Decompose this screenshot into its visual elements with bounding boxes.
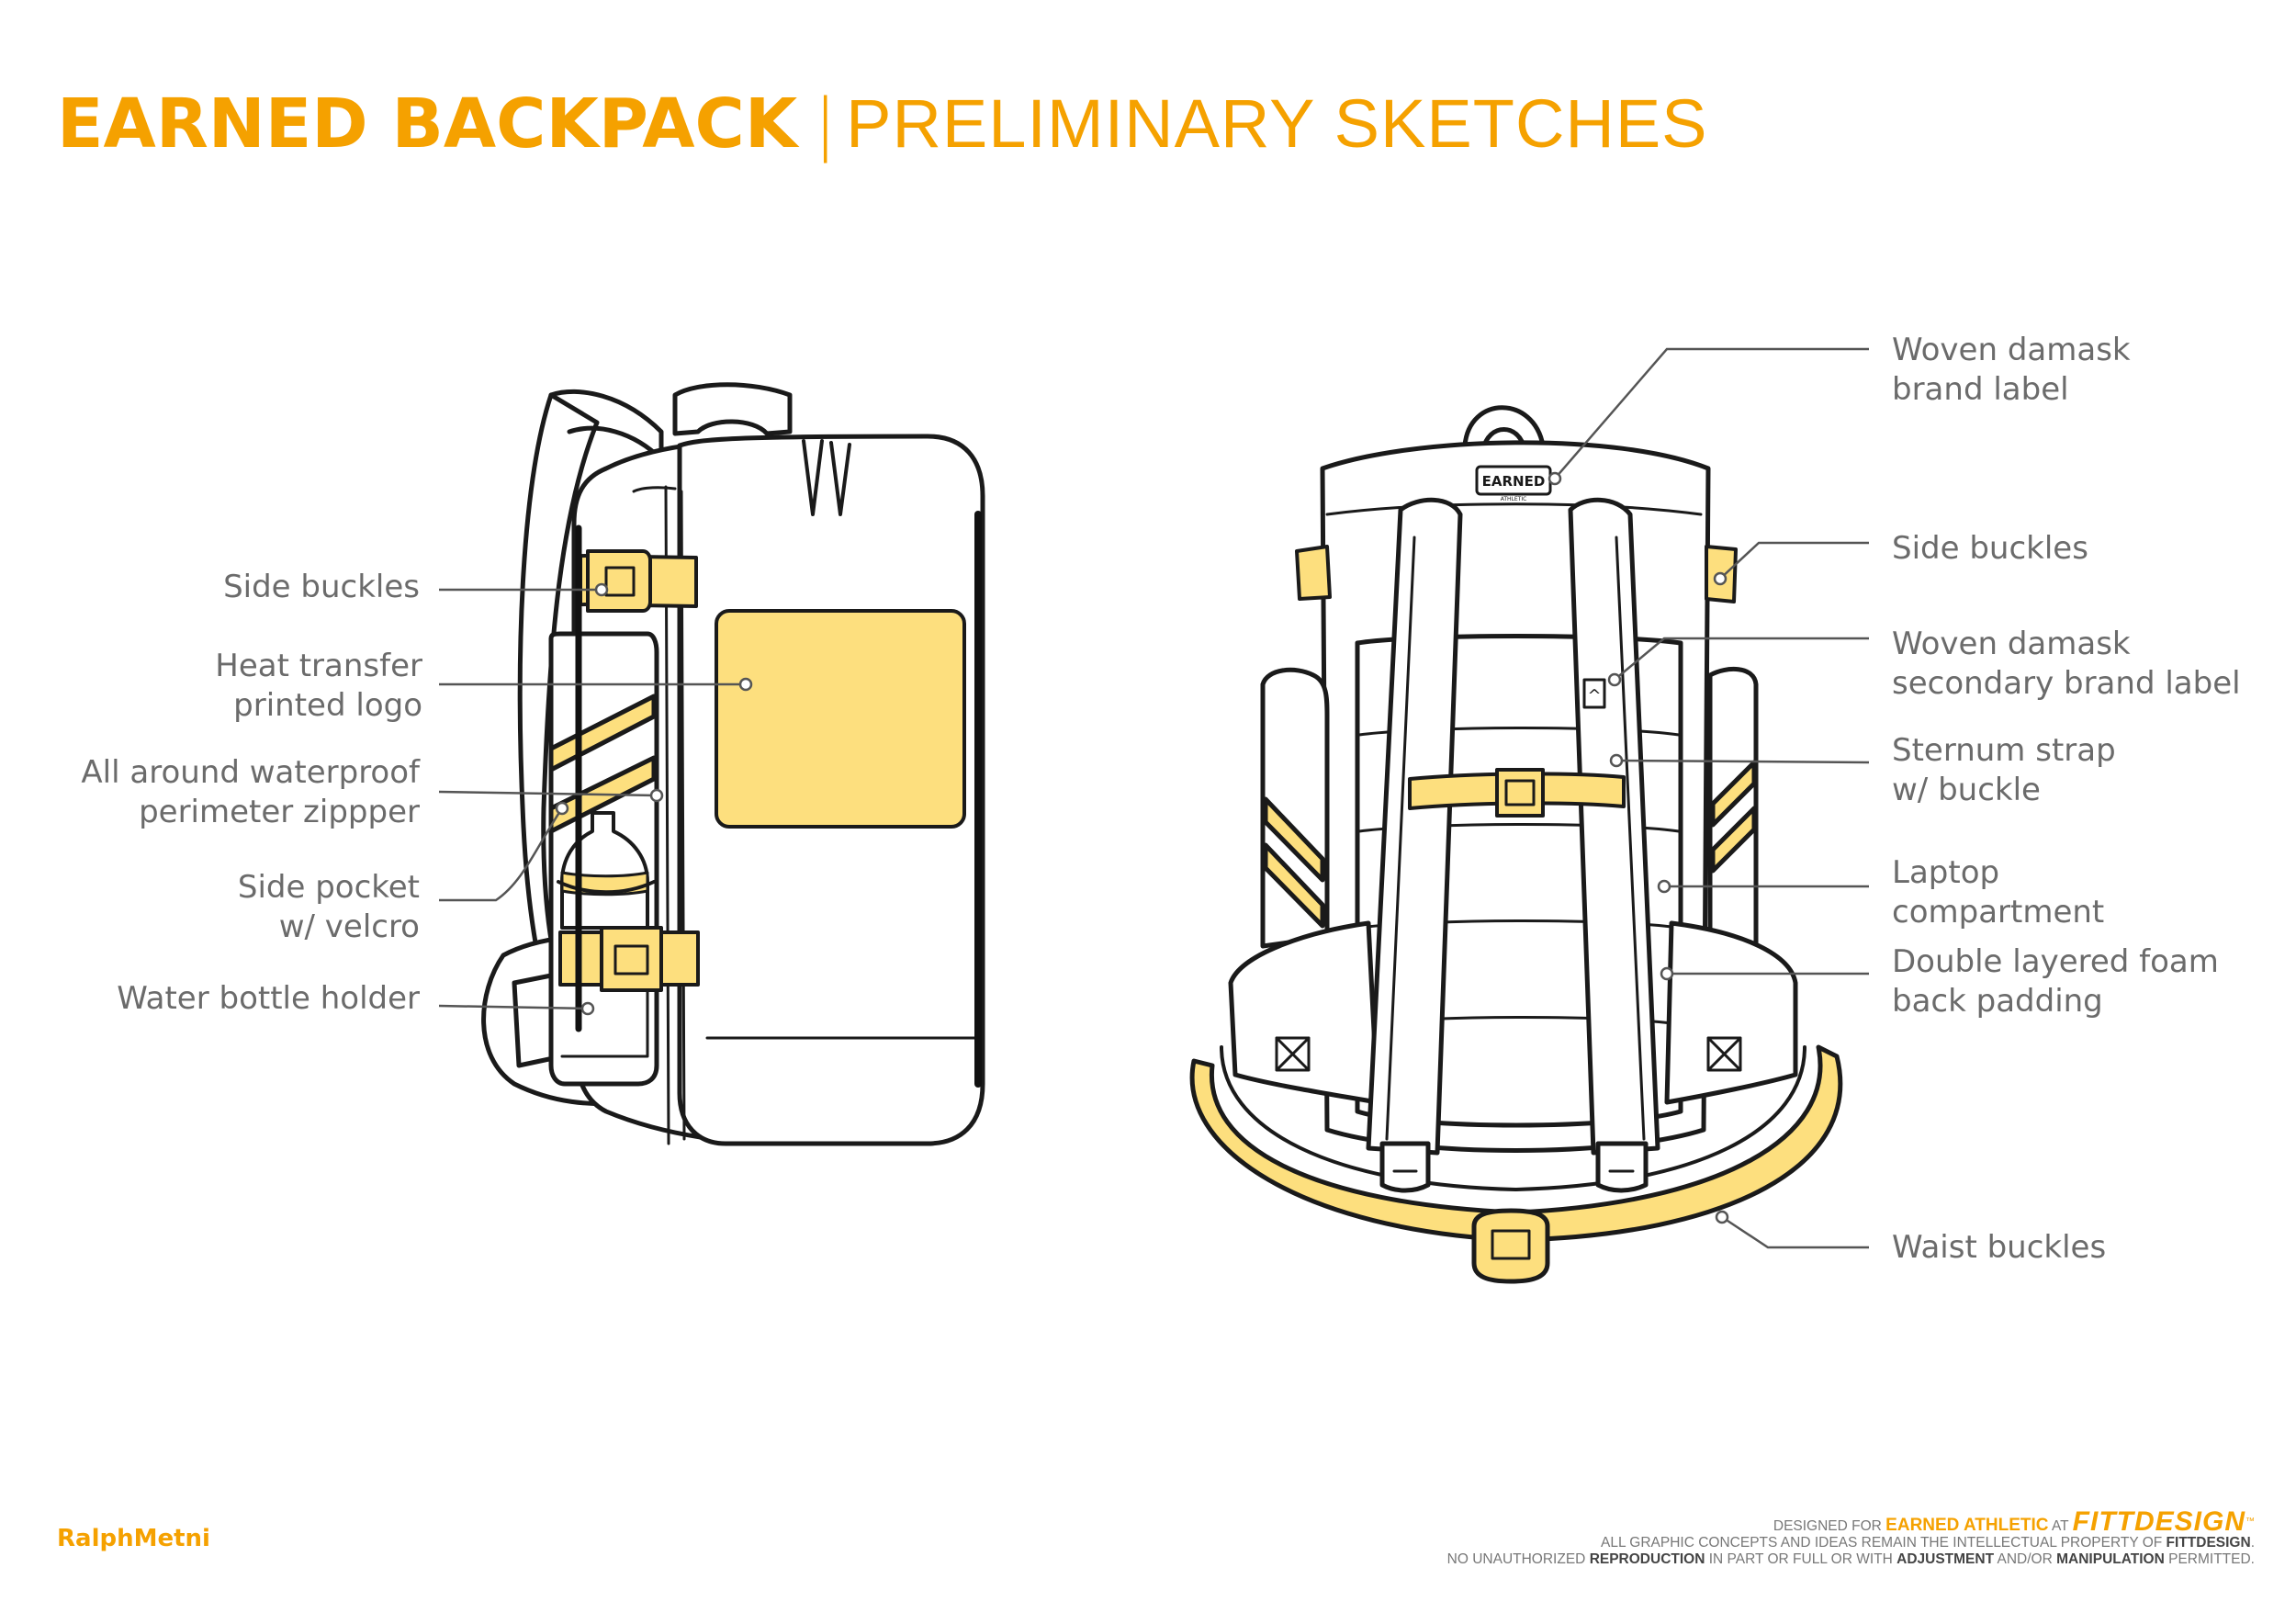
callout-side-buckles-right: Side buckles	[1892, 530, 2088, 567]
brand-label-subtext: ATHLETIC	[1501, 496, 1527, 502]
footer-adjustment: ADJUSTMENT	[1896, 1551, 1995, 1567]
callout-perimeter-zipper: All around waterproof perimeter zippper	[81, 754, 420, 830]
callout-foam-padding: Double layered foam back padding	[1892, 943, 2219, 1020]
callout-heat-transfer-logo: Heat transfer printed logo	[215, 648, 422, 724]
footer-at: AT	[2051, 1518, 2069, 1534]
title-bold: EARNED BACKPACK	[57, 85, 798, 164]
footer-brand: EARNED ATHLETIC	[1885, 1516, 2049, 1535]
callout-sternum-strap: Sternum strap w/ buckle	[1892, 732, 2116, 808]
title-separator: |	[814, 85, 838, 164]
author-credit: RalphMetni	[57, 1525, 210, 1552]
footer-line-3: NO UNAUTHORIZED REPRODUCTION IN PART OR …	[1447, 1551, 2255, 1568]
page-title: EARNED BACKPACK|PRELIMINARY SKETCHES	[57, 90, 1708, 159]
footer-ip-owner: FITTDESIGN	[2166, 1535, 2251, 1551]
footer-manipulation: MANIPULATION	[2056, 1551, 2165, 1567]
footer-trademark: ™	[2245, 1517, 2255, 1527]
title-light: PRELIMINARY SKETCHES	[846, 85, 1708, 162]
secondary-label-glyph: ^	[1587, 686, 1601, 705]
left-backpack-sketch	[481, 382, 985, 1146]
footer-in-part: IN PART OR FULL OR WITH	[1708, 1551, 1893, 1567]
footer-ip-text: ALL GRAPHIC CONCEPTS AND IDEAS REMAIN TH…	[1600, 1535, 2163, 1551]
footer-line-1: DESIGNED FOR EARNED ATHLETIC AT FITTDESI…	[1447, 1508, 2255, 1536]
footer-designed-for: DESIGNED FOR	[1773, 1518, 1882, 1534]
right-backpack-sketch: EARNED ATHLETIC	[1189, 405, 1843, 1284]
callout-side-pocket: Side pocket w/ velcro	[237, 869, 420, 945]
leader-lines	[438, 347, 1870, 1249]
footer-permitted: PERMITTED.	[2168, 1551, 2255, 1567]
callout-secondary-brand-label: Woven damask secondary brand label	[1892, 626, 2241, 702]
callout-side-buckles-left: Side buckles	[223, 569, 420, 605]
footer-disclaimer: DESIGNED FOR EARNED ATHLETIC AT FITTDESI…	[1447, 1508, 2255, 1568]
fittdesign-logo: FITTDESIGN	[2072, 1506, 2245, 1537]
footer-and-or: AND/OR	[1997, 1551, 2053, 1567]
leader-dots	[555, 471, 1729, 1224]
callout-waist-buckles: Waist buckles	[1892, 1229, 2107, 1266]
footer-ip-period: .	[2250, 1535, 2255, 1551]
callout-water-bottle-holder: Water bottle holder	[117, 980, 420, 1017]
callout-laptop-compartment: Laptop compartment	[1892, 854, 2105, 930]
footer-no-unauthorized: NO UNAUTHORIZED	[1446, 1551, 1586, 1567]
callout-woven-brand-label: Woven damask brand label	[1892, 332, 2131, 408]
footer-reproduction: REPRODUCTION	[1589, 1551, 1705, 1567]
brand-label-text: EARNED	[1482, 473, 1546, 490]
footer-line-2: ALL GRAPHIC CONCEPTS AND IDEAS REMAIN TH…	[1447, 1535, 2255, 1551]
